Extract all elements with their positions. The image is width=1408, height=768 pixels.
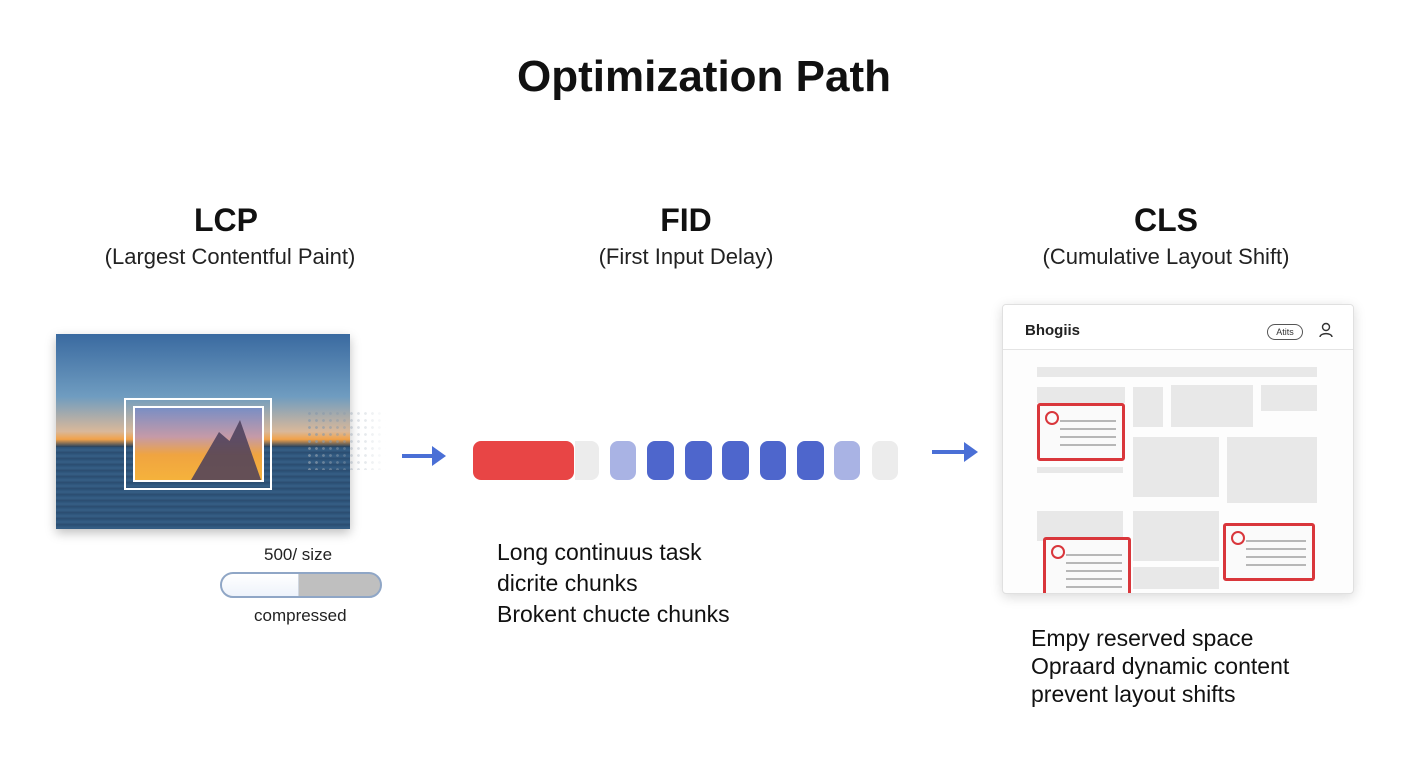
site-brand: Bhogiis — [1025, 322, 1080, 339]
reserved-space-box — [1223, 523, 1315, 581]
reserved-space-box — [1043, 537, 1131, 594]
fid-note: Brokent chucte chunks — [497, 599, 730, 630]
cls-notes: Empy reserved space Opraard dynamic cont… — [1031, 624, 1289, 708]
compression-bar — [220, 572, 382, 598]
long-task-block — [473, 441, 574, 480]
placeholder-block — [1133, 567, 1219, 589]
placeholder-block — [1227, 437, 1317, 503]
cls-note: prevent layout shifts — [1031, 680, 1289, 708]
user-icon[interactable] — [1319, 322, 1333, 338]
chunk-block — [610, 441, 636, 480]
chunk-block — [797, 441, 824, 480]
header-pill-button[interactable]: Atits — [1267, 324, 1303, 340]
cls-subtitle: (Cumulative Layout Shift) — [1016, 244, 1316, 270]
fid-title: FID — [586, 202, 786, 239]
chunk-block — [834, 441, 860, 480]
pixel-dots — [306, 410, 386, 470]
fid-notes: Long continuus task dicrite chunks Broke… — [497, 537, 730, 630]
chunk-block — [722, 441, 749, 480]
placeholder-bar — [1037, 467, 1123, 473]
task-gap — [575, 441, 599, 480]
placeholder-block — [1261, 385, 1317, 411]
lcp-subtitle: (Largest Contentful Paint) — [80, 244, 380, 270]
placeholder-block — [1171, 385, 1253, 427]
arrow-right-icon — [402, 454, 442, 458]
placeholder-block — [1037, 387, 1125, 403]
chunk-block — [760, 441, 786, 480]
compression-bar-fill — [222, 574, 299, 596]
cls-note: Opraard dynamic content — [1031, 652, 1289, 680]
placeholder-bar — [1037, 367, 1317, 377]
cls-note: Empy reserved space — [1031, 624, 1289, 652]
reserved-space-box — [1037, 403, 1125, 461]
cls-title: CLS — [1066, 202, 1266, 239]
compressed-label: compressed — [254, 606, 347, 626]
arrow-right-icon — [932, 450, 974, 454]
placeholder-block — [1133, 387, 1163, 427]
lcp-title: LCP — [126, 202, 326, 239]
placeholder-block — [1133, 437, 1219, 497]
image-size-label: 500/ size — [264, 545, 332, 565]
browser-header: Bhogiis Atits — [1003, 305, 1353, 350]
chunk-block — [685, 441, 712, 480]
fid-note: Long continuus task — [497, 537, 730, 568]
chunk-block — [647, 441, 674, 480]
browser-window: Bhogiis Atits — [1002, 304, 1354, 594]
chunk-block-empty — [872, 441, 898, 480]
fid-note: dicrite chunks — [497, 568, 730, 599]
fid-subtitle: (First Input Delay) — [536, 244, 836, 270]
placeholder-block — [1133, 511, 1219, 561]
page-title: Optimization Path — [0, 52, 1408, 102]
image-frame-inner — [133, 406, 264, 482]
